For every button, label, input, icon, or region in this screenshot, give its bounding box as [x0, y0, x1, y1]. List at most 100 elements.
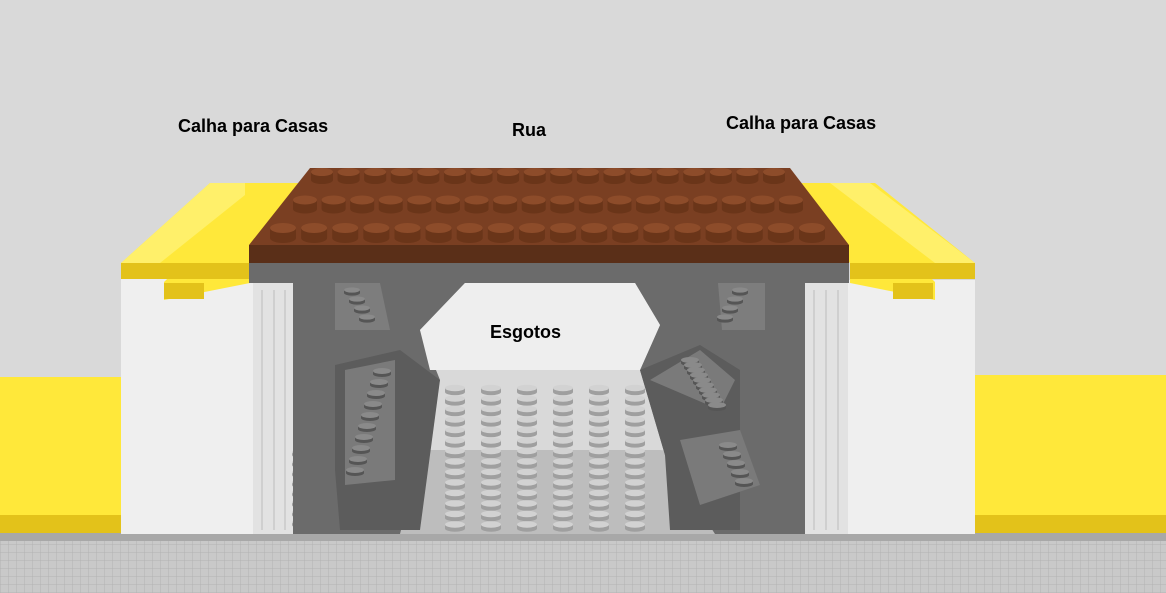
- stud: [349, 296, 365, 302]
- floor-studs: [292, 384, 803, 532]
- left-yellow-plate: [0, 377, 124, 515]
- stud: [517, 437, 537, 444]
- stud: [625, 489, 645, 497]
- stud: [625, 416, 645, 423]
- stud: [690, 372, 708, 378]
- stud: [589, 521, 609, 528]
- stud: [358, 423, 376, 429]
- stud: [390, 168, 413, 176]
- stud: [625, 500, 645, 507]
- stud: [517, 468, 537, 476]
- stud: [354, 305, 370, 311]
- stud: [301, 223, 328, 233]
- stud: [736, 223, 763, 233]
- stud: [517, 405, 537, 413]
- street-studs: [270, 168, 825, 244]
- stud: [625, 479, 645, 486]
- stud: [779, 195, 803, 205]
- stud: [517, 426, 537, 434]
- stud: [337, 168, 360, 176]
- stud: [407, 195, 432, 205]
- stud: [589, 416, 609, 423]
- stud: [346, 467, 364, 473]
- stud: [394, 223, 421, 233]
- stud: [553, 458, 573, 465]
- left-gutter-front: [121, 263, 249, 279]
- stud: [656, 168, 679, 176]
- left-yellow-plate-edge: [0, 515, 124, 533]
- stud: [481, 500, 501, 507]
- stud: [727, 460, 745, 466]
- stud: [350, 195, 375, 205]
- stud: [735, 478, 753, 484]
- stud: [553, 510, 573, 518]
- stud: [517, 489, 537, 497]
- stud: [321, 195, 346, 205]
- stud: [702, 392, 720, 398]
- wall-studs: [344, 287, 753, 487]
- stud: [445, 437, 465, 444]
- stud: [589, 405, 609, 413]
- stud: [481, 405, 501, 413]
- stud: [693, 195, 718, 205]
- stud: [445, 468, 465, 476]
- stud: [417, 168, 440, 176]
- stud: [481, 437, 501, 444]
- stud: [705, 397, 723, 403]
- ground-edge: [0, 533, 1166, 541]
- stud: [717, 314, 733, 320]
- stud: [332, 223, 359, 233]
- stud: [311, 168, 333, 176]
- right-white-wall: [848, 280, 975, 534]
- stud: [464, 195, 489, 205]
- stud: [378, 195, 403, 205]
- stud: [636, 195, 661, 205]
- stud: [625, 426, 645, 434]
- stud: [709, 168, 732, 176]
- stud: [576, 168, 599, 176]
- stud: [683, 168, 706, 176]
- stud: [767, 223, 794, 233]
- stud: [481, 458, 501, 465]
- stud: [517, 447, 537, 455]
- stud: [553, 521, 573, 528]
- stud: [370, 379, 388, 385]
- stud: [721, 195, 746, 205]
- stud: [664, 195, 689, 205]
- stud: [625, 510, 645, 518]
- stud: [581, 223, 608, 233]
- stud: [625, 521, 645, 528]
- stud: [630, 168, 653, 176]
- stud: [361, 412, 379, 418]
- stud: [364, 401, 382, 407]
- stud: [293, 195, 317, 205]
- ground-base: [0, 535, 1166, 593]
- stud: [643, 223, 670, 233]
- stud: [750, 195, 775, 205]
- stud: [445, 510, 465, 518]
- stud: [445, 395, 465, 402]
- stud: [481, 468, 501, 476]
- stud: [723, 451, 741, 457]
- stud: [352, 445, 370, 451]
- stud: [497, 168, 520, 176]
- stud: [445, 521, 465, 528]
- label-gutter-right: Calha para Casas: [726, 113, 877, 133]
- stud: [481, 521, 501, 528]
- stud: [589, 426, 609, 434]
- stud: [731, 469, 749, 475]
- stud: [517, 395, 537, 402]
- stud: [553, 405, 573, 413]
- stud: [684, 362, 702, 368]
- stud: [625, 468, 645, 476]
- stud: [589, 447, 609, 455]
- stud: [435, 195, 460, 205]
- stud: [344, 287, 360, 293]
- sewer-opening: [420, 283, 660, 370]
- stud: [445, 479, 465, 486]
- stud: [589, 489, 609, 497]
- stud: [445, 426, 465, 434]
- stud: [481, 489, 501, 497]
- stud: [523, 168, 546, 176]
- stud: [367, 390, 385, 396]
